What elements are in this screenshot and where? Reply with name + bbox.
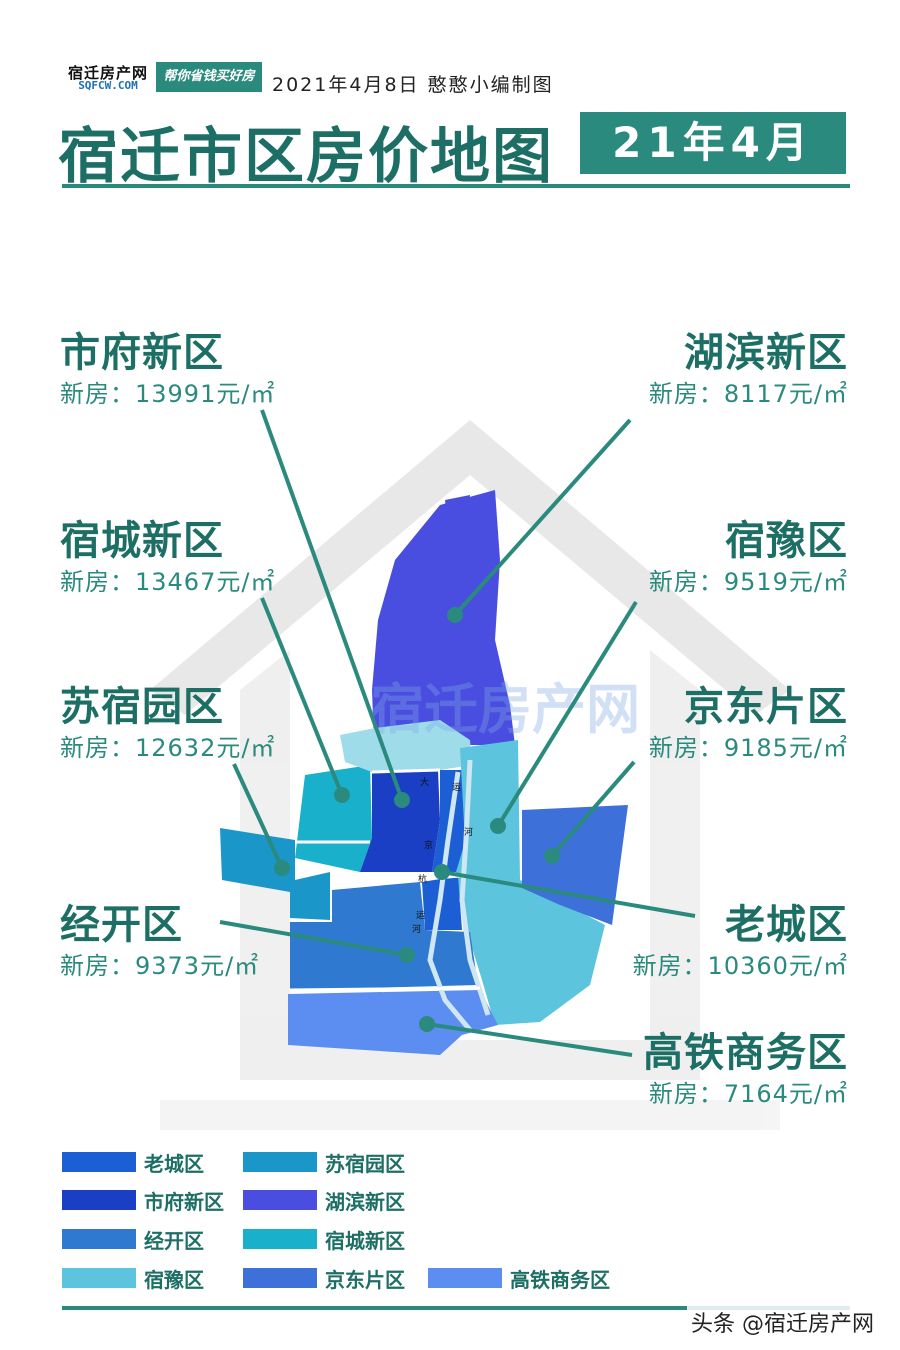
river-label-0: 大 (420, 776, 429, 788)
logo: 宿迁房产网 SQFCW.COM (62, 62, 154, 94)
bottom-divider (62, 1306, 850, 1310)
legend-label: 苏宿园区 (325, 1152, 405, 1176)
label-huibin-price: 新房：8117元/㎡ (648, 380, 848, 408)
label-sucheng-price: 新房：13467元/㎡ (60, 568, 276, 596)
leader-laocheng (441, 870, 696, 918)
leader-sucheng (260, 597, 344, 796)
label-gaotie-name: 高铁商务区 (643, 1030, 848, 1076)
district-shape-susu (220, 828, 330, 920)
house-watermark-icon (150, 420, 790, 1130)
label-gaotie-price: 新房：7164元/㎡ (648, 1080, 848, 1108)
leader-shifu (260, 409, 404, 801)
legend-swatch (243, 1152, 317, 1172)
river-label-2: 河 (464, 826, 473, 838)
leader-dot-suyu (490, 818, 506, 834)
leader-lines (219, 409, 696, 1057)
district-shape-sucheng (295, 765, 372, 872)
river-label-4: 杭 (418, 873, 427, 885)
label-suyu-name: 宿豫区 (725, 518, 848, 564)
river-label-6: 河 (412, 923, 421, 935)
page-title: 宿迁市区房价地图 (58, 122, 554, 192)
leader-huibin (453, 418, 632, 617)
logo-url: SQFCW.COM (78, 79, 138, 92)
district-shape-gaotie (288, 990, 498, 1055)
district-shape-huibin-tip (445, 495, 470, 530)
district-shape-shifu (360, 770, 440, 872)
leader-jingdong (550, 760, 636, 858)
legend-swatch (243, 1229, 317, 1249)
district-shape-huibin (372, 490, 515, 770)
river-label-1: 运 (452, 782, 461, 793)
leader-gaotie (426, 1022, 633, 1057)
label-shifu-name: 市府新区 (60, 330, 224, 376)
legend-swatch (62, 1268, 136, 1288)
title-divider (62, 184, 850, 188)
legend-label: 老城区 (144, 1152, 204, 1176)
legend-swatch (243, 1190, 317, 1210)
legend-label: 高铁商务区 (510, 1268, 610, 1292)
label-jingdong-price: 新房：9185元/㎡ (648, 734, 848, 762)
label-suyu-price: 新房：9519元/㎡ (648, 568, 848, 596)
legend-label: 市府新区 (144, 1190, 224, 1214)
district-shape-suyu-north (340, 720, 472, 772)
header-meta: 2021年4月8日 憨憨小编制图 (272, 74, 554, 96)
leader-dot-shifu (394, 792, 410, 808)
source-credit: 头条 @宿迁房产网 (687, 1306, 878, 1338)
legend-label: 湖滨新区 (325, 1190, 405, 1214)
river-label-5: 运 (416, 910, 425, 921)
district-borders (289, 768, 481, 992)
river-labels: 大 运 河 京 杭 运 河 (412, 776, 473, 935)
label-sucheng-name: 宿城新区 (60, 518, 224, 564)
logo-name: 宿迁房产网 (67, 64, 148, 82)
leader-dot-jingdong (544, 848, 560, 864)
label-laocheng-price: 新房：10360元/㎡ (632, 952, 848, 980)
month-badge: 21年4月 (580, 112, 846, 174)
leader-susu (232, 763, 284, 869)
label-jingdong-name: 京东片区 (684, 684, 848, 730)
label-shifu-price: 新房：13991元/㎡ (60, 380, 276, 408)
legend-swatch (62, 1152, 136, 1172)
leader-dot-laocheng (434, 864, 450, 880)
map-watermark: 宿迁房产网 (370, 678, 640, 741)
leader-dot-jingkai (399, 947, 415, 963)
legend-label: 京东片区 (325, 1268, 405, 1292)
label-jingkai-price: 新房：9373元/㎡ (60, 952, 260, 980)
district-shape-suyu (456, 740, 605, 1025)
label-susu-name: 苏宿园区 (60, 684, 224, 730)
legend-label: 宿豫区 (144, 1268, 204, 1292)
label-jingkai-name: 经开区 (60, 902, 183, 948)
leader-jingkai (219, 920, 408, 957)
legend-swatch (62, 1190, 136, 1210)
legend-label: 宿城新区 (325, 1229, 405, 1253)
leader-dot-gaotie (419, 1016, 435, 1032)
label-laocheng-name: 老城区 (725, 902, 848, 948)
label-susu-price: 新房：12632元/㎡ (60, 734, 276, 762)
river-lines (427, 759, 491, 1032)
legend-label: 经开区 (144, 1229, 204, 1253)
legend-swatch (243, 1268, 317, 1288)
legend-swatch (62, 1229, 136, 1249)
district-shape-jingdong (522, 805, 628, 925)
river-label-3: 京 (424, 839, 433, 851)
leader-suyu (496, 600, 638, 828)
legend-swatch (428, 1268, 502, 1288)
leader-dot-huibin (447, 607, 463, 623)
leader-dot-sucheng (334, 787, 350, 803)
leader-dot-susu (274, 860, 290, 876)
slogan-badge: 帮你省钱买好房 (156, 62, 262, 92)
label-huibin-name: 湖滨新区 (684, 330, 848, 376)
